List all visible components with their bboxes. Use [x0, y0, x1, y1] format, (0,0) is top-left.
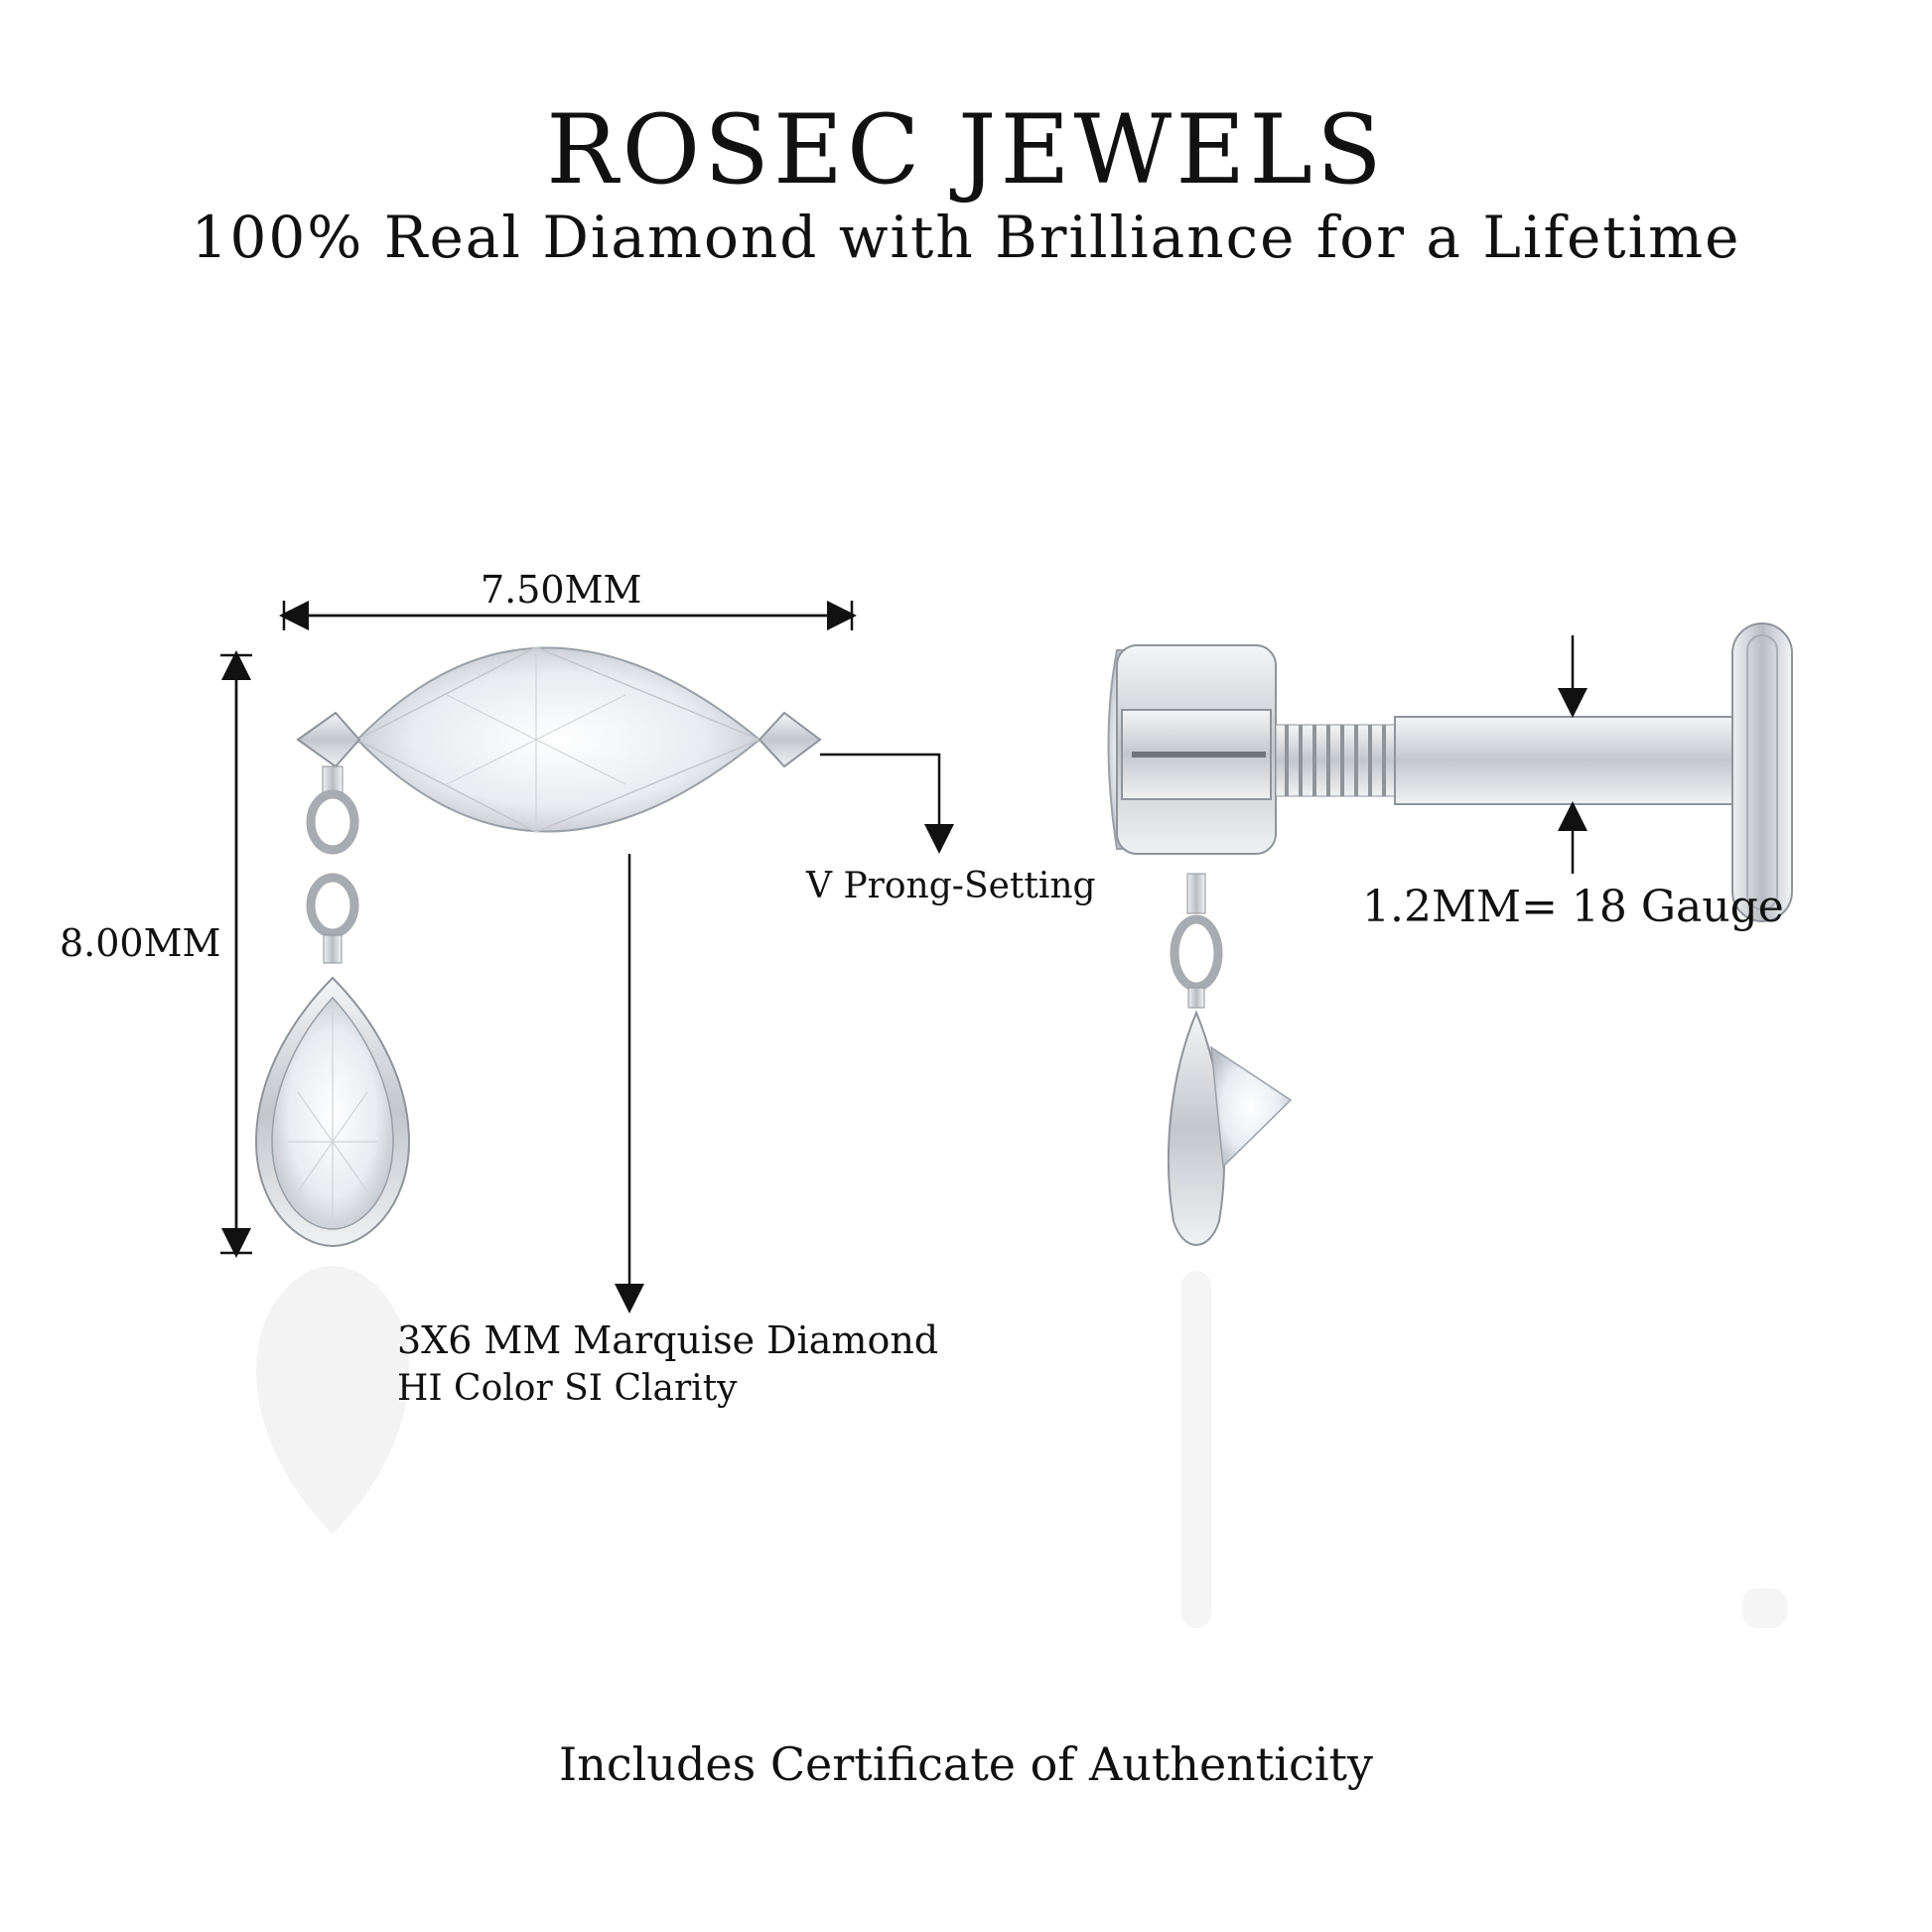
width-dimension	[279, 601, 857, 630]
marquise-diamond	[355, 646, 761, 833]
pear-diamond	[254, 976, 411, 1248]
prong-label: V Prong-Setting	[806, 866, 1096, 906]
height-dimension	[220, 650, 252, 1258]
tagline: 100% Real Diamond with Brilliance for a …	[191, 204, 1741, 271]
left-v-prong	[296, 711, 361, 768]
labret-stud-side	[1107, 622, 1793, 1246]
certificate-note: Includes Certificate of Authenticity	[559, 1737, 1373, 1791]
chain-links	[306, 765, 359, 964]
right-v-prong	[758, 711, 822, 768]
side-reflection	[1181, 1271, 1787, 1628]
width-label: 7.50MM	[481, 568, 642, 612]
prong-leader-line	[820, 753, 954, 854]
height-label: 8.00MM	[60, 921, 221, 965]
front-reflection	[256, 1266, 409, 1534]
thread-section	[1275, 724, 1398, 797]
brand-title: ROSEC JEWELS	[546, 94, 1386, 206]
stone-label-line2: HI Color SI Clarity	[397, 1368, 738, 1409]
gauge-label: 1.2MM= 18 Gauge	[1362, 882, 1784, 932]
stone-label-line1: 3X6 MM Marquise Diamond	[397, 1318, 939, 1362]
